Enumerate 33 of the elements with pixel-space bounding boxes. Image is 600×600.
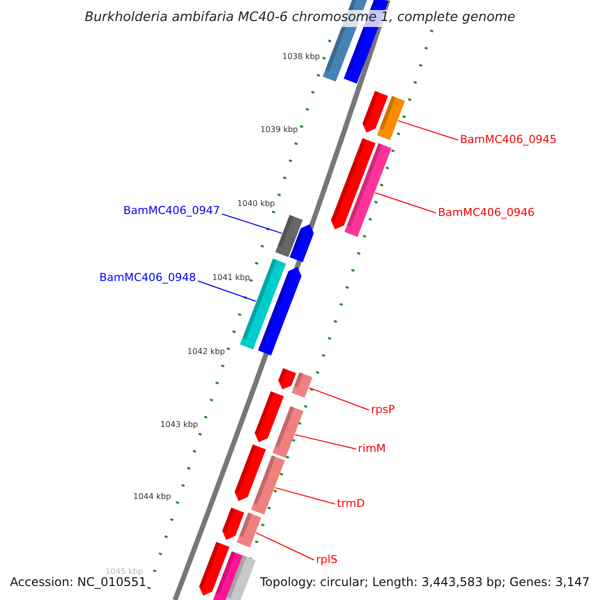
leader-line [294,434,356,450]
gene-bar [251,455,285,515]
gene-bar [292,372,312,398]
accession-text: Accession: NC_010551 [10,576,146,588]
leader-line [222,214,282,234]
leader-line [308,387,370,410]
scale-label: 1040 kbp [237,200,275,208]
genome-summary: Topology: circular; Length: 3,443,583 bp; Genes: 3,147 [260,576,590,588]
leader-line [374,192,436,214]
gene-bar [236,512,262,548]
scale-label: 1045 kbp [105,568,143,576]
leader-line [274,487,336,504]
gene-label: rimM [358,443,386,454]
scale-label: 1042 kbp [187,348,225,356]
gene-bar [272,406,304,458]
gene-label: BamMC406_0945 [460,134,557,145]
gene-bar [275,214,303,258]
leader-line [256,532,314,560]
gene-label: rplS [316,554,338,565]
gene-label: BamMC406_0946 [438,207,535,218]
scale-label: 1043 kbp [160,421,198,429]
scale-label: 1039 kbp [260,126,298,134]
scale-label: 1041 kbp [212,274,250,282]
gene-label: BamMC406_0948 [99,272,196,283]
gene-bar [376,96,406,140]
scale-label: 1044 kbp [133,493,171,501]
gene-label: BamMC406_0947 [123,205,220,216]
gene-label: trmD [337,498,365,509]
scale-label: 1038 kbp [282,53,320,61]
gene-label: rpsP [371,404,395,415]
gene-bar [344,143,392,237]
leader-line [198,280,256,302]
leader-line [398,120,458,140]
